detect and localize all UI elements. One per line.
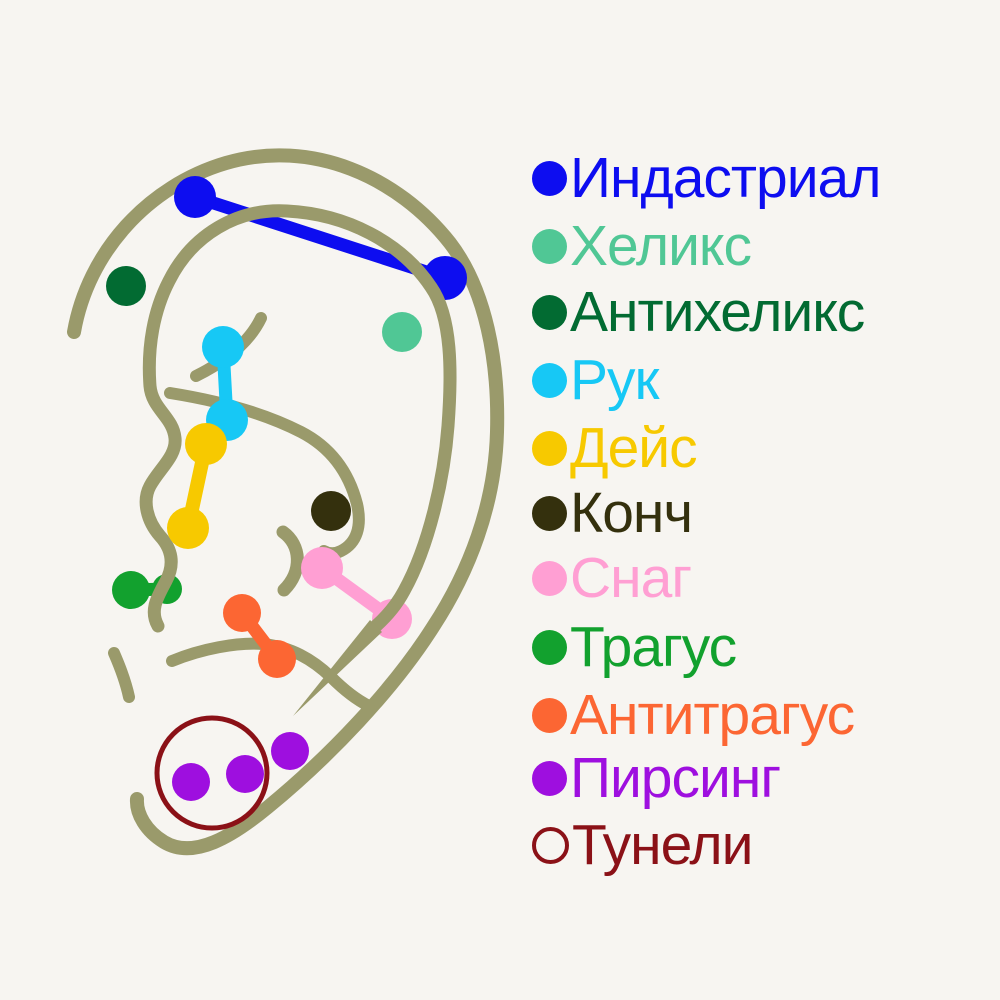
antitragus-ball-bottom: [258, 640, 296, 678]
cheek-line: [108, 647, 135, 703]
industrial-barbell-bar: [188, 190, 452, 285]
antitragus-ball-top: [223, 594, 261, 632]
lobe-piercing-dot-2: [226, 755, 264, 793]
intertragic-notch-curve: [276, 525, 304, 597]
conch-dot: [311, 491, 351, 531]
tragus-ball-left: [112, 571, 150, 609]
tunnel-ring: [154, 715, 270, 831]
lobe-piercing-dot-1: [172, 763, 210, 801]
outer-helix-outline: [67, 148, 505, 856]
antihelix-dot: [106, 266, 146, 306]
rook-ball-top: [202, 326, 244, 368]
industrial-ball-left: [174, 176, 216, 218]
inner-helix-outline: [139, 204, 457, 633]
lobe-piercing-dot-3: [271, 732, 309, 770]
inner-helix-taper-tip: [293, 620, 382, 716]
daith-ball-top: [185, 423, 227, 465]
helix-dot: [382, 312, 422, 352]
snug-ball-top: [301, 547, 343, 589]
daith-ball-bottom: [167, 507, 209, 549]
